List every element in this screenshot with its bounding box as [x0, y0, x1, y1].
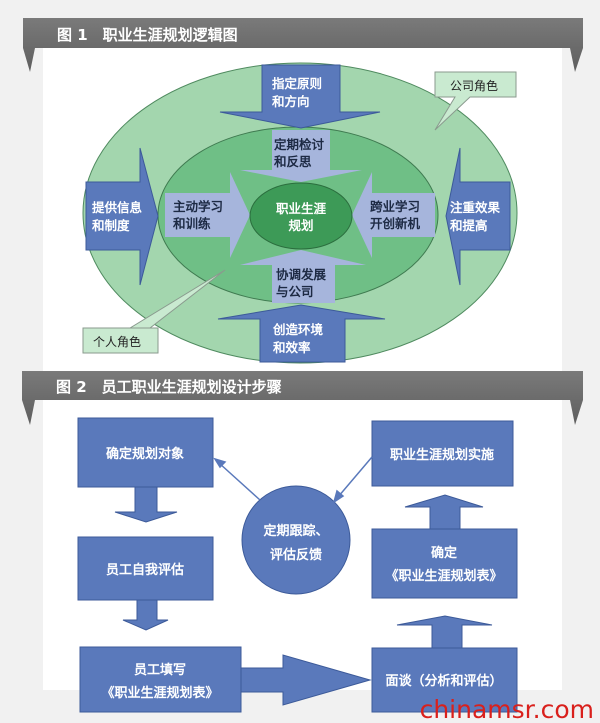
callout-personal-label: 个人角色: [93, 335, 141, 349]
callout-company-label: 公司角色: [450, 79, 498, 93]
inner-left-line2: 和训练: [172, 216, 211, 231]
feedback-circle: [241, 485, 351, 595]
arrowhead-icon: [332, 489, 345, 504]
outer-left-line1: 提供信息: [92, 200, 143, 215]
inner-arrow-left: [165, 172, 250, 258]
figure-1: 图 1 职业生涯规划逻辑图 公司角色 个人角色 指定原则 和方向 提供信息 和制…: [23, 18, 583, 402]
inner-right-line2: 开创新机: [370, 216, 421, 231]
step-define-target-label: 确定规划对象: [106, 446, 184, 462]
implement-arrow-to-feedback: [337, 456, 373, 498]
inner-top-line1: 定期检讨: [273, 137, 325, 152]
step-fill-form-line1: 员工填写: [134, 662, 186, 678]
callout-personal: [82, 269, 226, 354]
step-implement: [371, 420, 514, 487]
outer-arrow-top: [219, 64, 381, 129]
figure-2-title: 图 2 员工职业生涯规划设计步骤: [56, 378, 282, 396]
inner-bottom-line2: 与公司: [276, 284, 314, 299]
step-self-assess: [77, 536, 214, 601]
feedback-line2: 评估反馈: [270, 547, 322, 563]
step-fill-form: [79, 646, 242, 713]
figure-1-header: [23, 18, 583, 72]
feedback-line1: 定期跟踪、: [262, 523, 328, 539]
inner-bottom-line1: 协调发展: [276, 267, 327, 282]
step-interview: [371, 647, 518, 713]
outer-right-line2: 和提高: [449, 218, 488, 233]
callout-company: [434, 71, 517, 131]
arrow-up-1: [404, 494, 484, 530]
outer-top-line1: 指定原则: [272, 76, 322, 91]
step-confirm-line1: 确定: [431, 545, 457, 561]
inner-top-line2: 和反思: [273, 154, 312, 169]
outer-arrow-left: [85, 147, 159, 286]
step-interview-label: 面谈（分析和评估）: [385, 673, 502, 689]
feedback-arrow-to-define: [218, 462, 261, 501]
figure-2-header: [22, 371, 583, 425]
inner-right-line1: 跨业学习: [370, 199, 420, 214]
step-define-target: [77, 417, 214, 488]
core-line1: 职业生涯: [276, 201, 327, 216]
arrow-down-1: [114, 486, 178, 523]
outer-arrow-right: [445, 147, 511, 286]
outer-top-line2: 和方向: [271, 94, 310, 109]
outer-left-line2: 和制度: [91, 218, 130, 233]
core-line2: 规划: [288, 218, 313, 233]
inner-arrow-bottom: [240, 250, 366, 303]
inner-arrow-right: [352, 172, 435, 258]
figure-1-title: 图 1 职业生涯规划逻辑图: [57, 26, 238, 44]
watermark: chinamsr.com: [420, 695, 594, 723]
arrow-up-2: [396, 615, 493, 649]
step-confirm-form: [371, 528, 518, 599]
figure-2: 图 2 员工职业生涯规划设计步骤 确定规划对象 员工自我评估 员工填写 《: [22, 371, 583, 713]
arrow-down-2: [122, 599, 169, 631]
outer-right-line1: 注重效果: [450, 200, 501, 215]
step-implement-label: 职业生涯规划实施: [390, 447, 494, 463]
core-ellipse: [249, 182, 353, 250]
inner-arrow-top: [240, 130, 362, 182]
inner-left-line1: 主动学习: [173, 199, 223, 214]
outer-arrow-bottom: [217, 304, 386, 363]
step-self-assess-label: 员工自我评估: [106, 562, 184, 578]
arrow-right: [240, 654, 372, 706]
arrowhead-icon: [213, 457, 227, 469]
step-fill-form-line2: 《职业生涯规划表》: [101, 685, 218, 701]
step-confirm-line2: 《职业生涯规划表》: [385, 568, 502, 584]
outer-bottom-line1: 创造环境: [272, 322, 324, 337]
outer-bottom-line2: 和效率: [272, 340, 311, 355]
